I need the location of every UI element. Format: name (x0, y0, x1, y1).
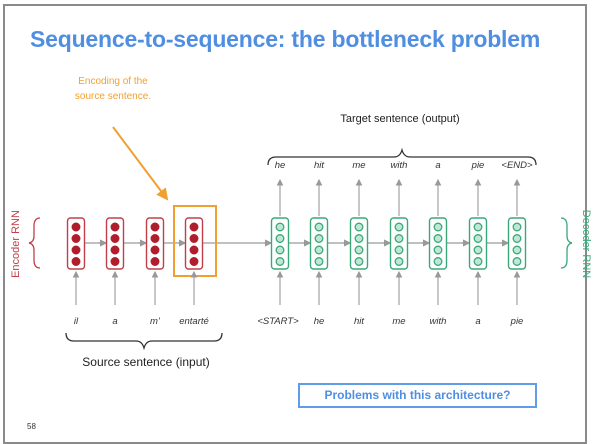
source-word: il (74, 316, 79, 327)
output-word: <END> (501, 160, 533, 171)
output-word: a (435, 160, 440, 171)
encoder-cell-neuron (71, 245, 81, 255)
decoder-input-word: with (430, 316, 447, 327)
decoder-cell-neuron (512, 222, 522, 232)
encoder-cell (145, 217, 165, 270)
decoder-cell-neuron (433, 222, 443, 232)
encoder-rnn-label: Encoder RNN (10, 210, 22, 278)
encoder-cell-neuron (110, 234, 120, 243)
decoder-cell (389, 217, 409, 270)
encoder-cell-neuron (189, 257, 199, 266)
decoder-cell-neuron (275, 245, 285, 255)
source-word: m’ (150, 316, 161, 327)
encoder-cell-neuron (189, 245, 199, 255)
output-word: me (352, 160, 365, 171)
page-number: 58 (27, 422, 36, 431)
encoding-note-line: source sentence. (75, 91, 151, 102)
decoder-cell-neuron (354, 245, 364, 255)
seq2seq-diagram: il a m’ entarté <START> he he hit hit me me with wit… (10, 76, 592, 369)
decoder-cell (468, 217, 488, 270)
decoder-cell-neuron (314, 222, 324, 232)
decoder-cell-neuron (394, 222, 404, 232)
decoder-cell-neuron (433, 245, 443, 255)
decoder-cell-neuron (275, 234, 285, 243)
problems-callout-box: Problems with this architecture? (298, 383, 537, 408)
decoder-input-word: a (475, 316, 480, 327)
decoder-cell (309, 217, 329, 270)
decoder-cell-neuron (354, 234, 364, 243)
decoder-cell-neuron (275, 222, 285, 232)
encoder-cell-neuron (150, 234, 160, 243)
encoder-cell-neuron (71, 234, 81, 243)
decoder-cell-neuron (394, 234, 404, 243)
target-sentence-label: Target sentence (output) (340, 113, 459, 125)
decoder-cell-neuron (512, 245, 522, 255)
decoder-cell-neuron (473, 257, 483, 266)
encoder-brace (28, 217, 41, 269)
encoder-cell-neuron (110, 257, 120, 266)
decoder-cell (349, 217, 369, 270)
encoder-cell (184, 217, 204, 270)
encoder-cell-neuron (110, 245, 120, 255)
slide-frame (3, 4, 587, 444)
encoder-cell-neuron (71, 257, 81, 266)
source-word: entarté (179, 316, 209, 327)
decoder-brace (560, 217, 573, 269)
decoder-cell-neuron (473, 234, 483, 243)
output-word: with (391, 160, 408, 171)
encoding-pointer-arrow (112, 126, 169, 201)
decoder-input-word: hit (354, 316, 364, 327)
output-word: hit (314, 160, 324, 171)
decoder-cell-neuron (314, 234, 324, 243)
decoder-cell-neuron (433, 257, 443, 266)
decoder-cell-neuron (433, 234, 443, 243)
encoder-cell-neuron (110, 222, 120, 232)
encoder-cell-neuron (150, 245, 160, 255)
source-word: a (112, 316, 117, 327)
decoder-cell-neuron (354, 222, 364, 232)
decoder-cell-neuron (473, 245, 483, 255)
encoder-cell-neuron (150, 257, 160, 266)
source-sentence-label: Source sentence (input) (82, 355, 209, 369)
decoder-rnn-label: Decoder RNN (580, 210, 592, 279)
slide-title: Sequence-to-sequence: the bottleneck pro… (30, 26, 541, 52)
decoder-input-word: pie (510, 316, 524, 327)
decoder-cell-neuron (314, 257, 324, 266)
encoder-cell-neuron (150, 222, 160, 232)
decoder-cell-neuron (394, 245, 404, 255)
output-word: he (275, 160, 286, 171)
decoder-cell (428, 217, 448, 270)
decoder-cell-neuron (512, 257, 522, 266)
decoder-input-word: he (314, 316, 325, 327)
decoder-cell-neuron (473, 222, 483, 232)
target-brace (267, 147, 537, 166)
decoder-cell-neuron (275, 257, 285, 266)
decoder-cell-neuron (354, 257, 364, 266)
encoder-cell (66, 217, 86, 270)
encoder-cell-neuron (189, 234, 199, 243)
decoder-input-word: <START> (257, 316, 299, 327)
decoder-cell (270, 217, 290, 270)
encoder-cell-neuron (189, 222, 199, 232)
decoder-cell-neuron (394, 257, 404, 266)
decoder-input-word: me (392, 316, 405, 327)
encoding-note-line: Encoding of the (78, 76, 148, 87)
decoder-cell-neuron (314, 245, 324, 255)
encoder-cell-neuron (71, 222, 81, 232)
decoder-cell (507, 217, 527, 270)
encoder-cell (105, 217, 125, 270)
decoder-cell-neuron (512, 234, 522, 243)
source-brace (65, 332, 223, 351)
output-word: pie (471, 160, 485, 171)
